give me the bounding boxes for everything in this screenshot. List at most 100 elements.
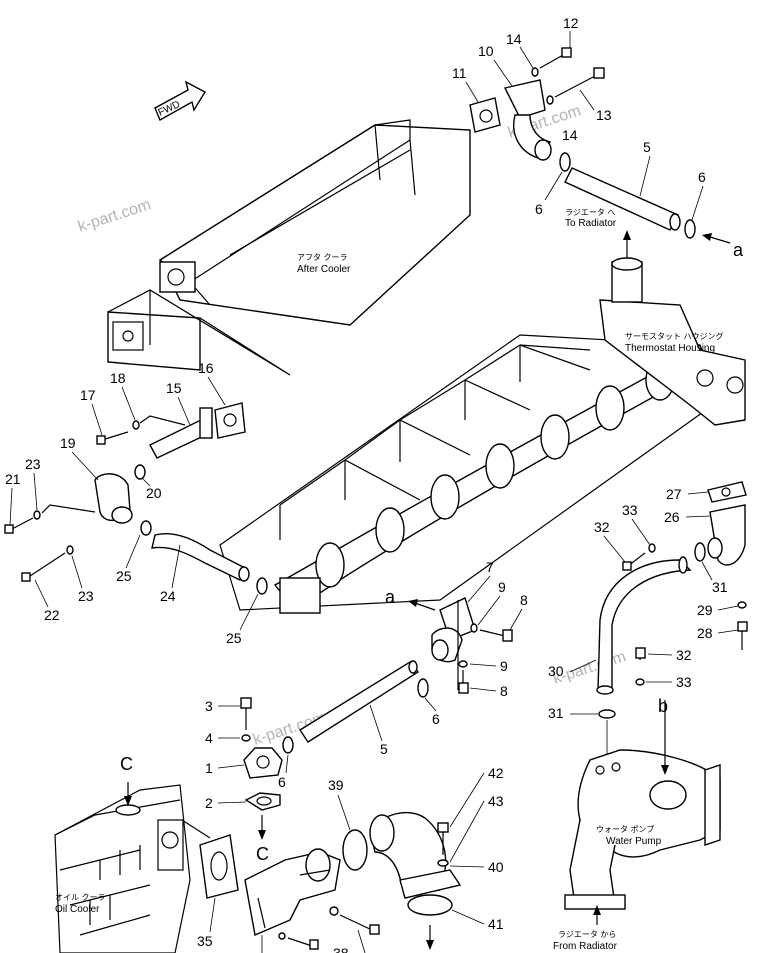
callout-32: 32 [594, 519, 610, 535]
watermark: k-part.com [76, 196, 153, 236]
callout-3: 3 [205, 698, 213, 714]
callout-5: 5 [380, 741, 388, 757]
water-pump-jp-label: ウォータ ポンプ [596, 825, 654, 834]
from-radiator-label: From Radiator [553, 941, 618, 952]
callout-28: 28 [697, 625, 713, 641]
elbow [707, 504, 746, 566]
thermostat-housing [599, 257, 746, 426]
callout-8: 8 [520, 592, 528, 608]
callout-39: 39 [328, 777, 344, 793]
callout-31: 31 [548, 705, 564, 721]
gasket [199, 834, 239, 899]
callout-40: 40 [488, 859, 504, 875]
elbow [431, 597, 476, 663]
callout-14: 14 [506, 31, 522, 47]
ref-c: C [120, 754, 133, 774]
callout-9: 9 [498, 579, 506, 595]
callout-6: 6 [535, 201, 543, 217]
water-pump [564, 749, 721, 910]
after-cooler-jp-label: アフタ クーラ [297, 253, 348, 262]
from-radiator-jp-label: ラジエータ から [558, 930, 616, 939]
callout-13: 13 [596, 107, 612, 123]
callout-29: 29 [697, 602, 713, 618]
o-ring [598, 709, 616, 719]
to-radiator-jp-label: ラジエータ へ [565, 208, 615, 217]
callout-35: 35 [197, 933, 213, 949]
ref-a: a [733, 240, 744, 260]
bolt [531, 47, 605, 105]
thermostat-jp-label: サーモスタット ハウジング [625, 331, 724, 341]
ref-a: a [385, 587, 396, 607]
elbow [369, 811, 462, 899]
callout-6: 6 [432, 711, 440, 727]
callouts: 12 14 10 11 13 14 5 6 6 16 18 15 17 19 2… [5, 15, 739, 953]
oil-cooler-jp-label: オイル クーラ [55, 893, 106, 902]
o-ring [342, 829, 368, 871]
fwd-arrow-icon: FWD [154, 80, 206, 121]
ref-c: C [256, 844, 269, 864]
callout-33: 33 [676, 674, 692, 690]
oil-cooler-label: Oil Cooler [55, 904, 100, 915]
callout-20: 20 [146, 485, 162, 501]
callout-43: 43 [488, 793, 504, 809]
o-ring [282, 736, 294, 754]
elbow [94, 473, 133, 524]
o-ring [134, 464, 146, 480]
o-ring [694, 542, 706, 562]
svg-text:FWD: FWD [157, 99, 182, 119]
callout-8: 8 [500, 683, 508, 699]
gasket [214, 402, 246, 439]
callout-15: 15 [166, 380, 182, 396]
callout-10: 10 [478, 43, 494, 59]
gasket [707, 481, 747, 503]
o-ring [684, 219, 696, 239]
callout-1: 1 [205, 760, 213, 776]
tube [564, 167, 681, 231]
hose [151, 533, 246, 581]
outlet-housing [244, 848, 341, 936]
callout-12: 12 [563, 15, 579, 31]
callout-2: 2 [205, 795, 213, 811]
callout-21: 21 [5, 471, 21, 487]
gasket [244, 792, 281, 811]
o-ring [417, 678, 429, 698]
oil-cooler [54, 784, 191, 953]
callout-23: 23 [78, 588, 94, 604]
callout-9: 9 [500, 658, 508, 674]
callout-22: 22 [44, 607, 60, 623]
gasket-plate [469, 97, 501, 133]
callout-31: 31 [712, 579, 728, 595]
tube [299, 661, 420, 743]
callout-26: 26 [664, 509, 680, 525]
callout-11: 11 [452, 65, 467, 81]
o-ring [407, 894, 453, 916]
callout-33: 33 [622, 502, 638, 518]
water-pump-label: Water Pump [606, 836, 662, 847]
callout-23: 23 [25, 456, 41, 472]
callout-14: 14 [562, 127, 578, 143]
o-ring [140, 520, 152, 536]
callout-32: 32 [676, 647, 692, 663]
callout-5: 5 [643, 139, 651, 155]
callout-41: 41 [488, 916, 504, 932]
callout-25: 25 [116, 568, 132, 584]
callout-7: 7 [486, 559, 494, 575]
callout-18: 18 [110, 370, 126, 386]
to-radiator-label: To Radiator [565, 218, 617, 229]
callout-19: 19 [60, 435, 76, 451]
callout-38: 38 [333, 945, 349, 953]
callout-17: 17 [80, 387, 96, 403]
callout-4: 4 [205, 730, 213, 746]
o-ring [256, 577, 268, 595]
callout-30: 30 [548, 663, 564, 679]
thermostat-label: Thermostat Housing [625, 343, 715, 354]
tube [597, 559, 692, 693]
callout-42: 42 [488, 765, 504, 781]
cover [243, 747, 283, 779]
callout-24: 24 [160, 588, 176, 604]
callout-16: 16 [198, 360, 214, 376]
callout-25: 25 [226, 630, 242, 646]
after-cooler-label: After Cooler [297, 264, 351, 275]
callout-27: 27 [666, 486, 682, 502]
